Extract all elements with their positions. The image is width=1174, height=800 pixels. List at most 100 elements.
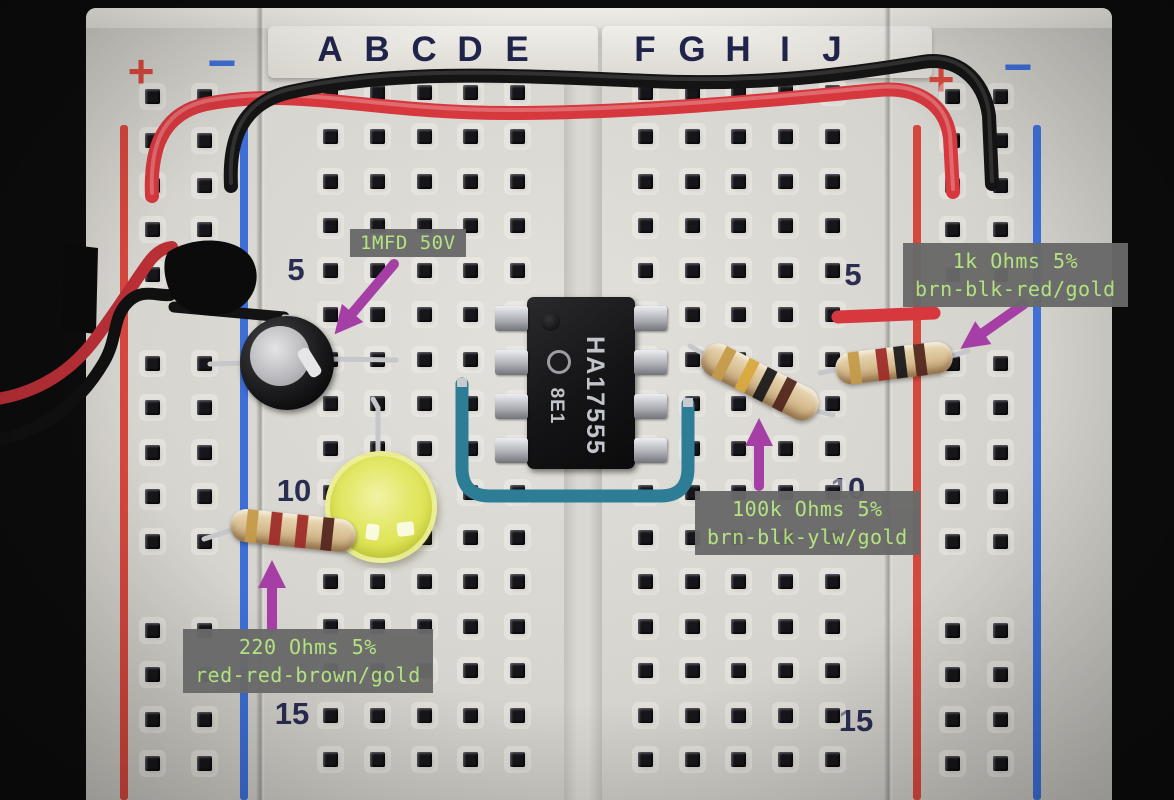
- breadboard-hole: [509, 218, 525, 233]
- ic-pin: [495, 350, 528, 375]
- breadboard-hole: [944, 399, 960, 415]
- breadboard-hole: [462, 752, 478, 767]
- breadboard-hole: [824, 262, 840, 278]
- ic-pin: [495, 306, 528, 331]
- breadboard-hole: [777, 218, 793, 233]
- breadboard-hole: [944, 488, 960, 504]
- ic-pin: [634, 350, 667, 375]
- breadboard-hole: [992, 622, 1008, 638]
- breadboard-hole: [944, 755, 960, 771]
- capacitor-label: 1MFD 50V: [350, 229, 466, 257]
- breadboard-hole: [509, 529, 525, 545]
- breadboard-hole: [824, 618, 840, 634]
- breadboard-hole: [684, 663, 700, 678]
- breadboard-hole: [730, 752, 746, 767]
- breadboard-hole: [509, 574, 525, 589]
- breadboard-hole: [824, 752, 840, 767]
- breadboard-hole: [824, 707, 840, 723]
- row-number-15-left: 15: [275, 696, 309, 732]
- breadboard-hole: [944, 533, 960, 549]
- resistor-220-label-line1: 220 Ohms 5%: [238, 635, 377, 659]
- breadboard-hole: [462, 218, 478, 233]
- breadboard-hole: [944, 711, 960, 727]
- breadboard-hole: [824, 663, 840, 678]
- breadboard-hole: [637, 529, 653, 545]
- breadboard-hole: [637, 218, 653, 233]
- resistor-1k-label: 1k Ohms 5% brn-blk-red/gold: [903, 243, 1128, 307]
- breadboard-hole: [416, 262, 432, 278]
- breadboard-hole: [144, 755, 160, 771]
- breadboard-hole: [992, 221, 1008, 237]
- ic-pin: [634, 394, 667, 419]
- breadboard-hole: [144, 666, 160, 682]
- breadboard-hole: [730, 218, 746, 233]
- breadboard-hole: [144, 488, 160, 504]
- breadboard-hole: [196, 221, 212, 237]
- breadboard-hole: [777, 351, 793, 367]
- breadboard-hole: [637, 618, 653, 634]
- breadboard-hole: [824, 218, 840, 233]
- breadboard-hole: [944, 221, 960, 237]
- breadboard-hole: [369, 707, 385, 723]
- breadboard-hole: [730, 440, 746, 456]
- capacitor-label-text: 1MFD 50V: [360, 232, 456, 254]
- resistor-100k-label: 100k Ohms 5% brn-blk-ylw/gold: [695, 491, 920, 555]
- breadboard-hole: [730, 262, 746, 278]
- breadboard-hole: [462, 663, 478, 678]
- breadboard-hole: [992, 666, 1008, 682]
- breadboard-hole: [684, 752, 700, 767]
- ic-pin: [634, 438, 667, 463]
- breadboard-hole: [777, 307, 793, 322]
- breadboard-hole: [369, 752, 385, 767]
- breadboard-hole: [322, 440, 338, 456]
- breadboard-hole: [509, 262, 525, 278]
- breadboard-hole: [144, 221, 160, 237]
- breadboard-hole: [509, 663, 525, 678]
- breadboard-hole: [637, 574, 653, 589]
- rail-seam-right: [884, 8, 893, 800]
- breadboard-hole: [777, 618, 793, 634]
- row-number-10-left: 10: [277, 473, 311, 509]
- breadboard-hole: [144, 711, 160, 727]
- breadboard-hole: [777, 663, 793, 678]
- breadboard-hole: [637, 663, 653, 678]
- breadboard-hole: [637, 707, 653, 723]
- breadboard-hole: [196, 488, 212, 504]
- breadboard-hole: [730, 574, 746, 589]
- breadboard-hole: [684, 574, 700, 589]
- breadboard-hole: [196, 755, 212, 771]
- breadboard-hole: [992, 355, 1008, 371]
- resistor-100k-label-line2: brn-blk-ylw/gold: [707, 525, 908, 549]
- rail-seam-left: [256, 8, 265, 800]
- breadboard-hole: [637, 262, 653, 278]
- breadboard-hole: [824, 574, 840, 589]
- breadboard-hole: [992, 533, 1008, 549]
- breadboard-hole: [992, 488, 1008, 504]
- breadboard-hole: [824, 396, 840, 411]
- breadboard-hole: [730, 396, 746, 411]
- breadboard-hole: [992, 711, 1008, 727]
- breadboard-hole: [462, 574, 478, 589]
- breadboard-hole: [730, 663, 746, 678]
- breadboard-hole: [416, 574, 432, 589]
- negative-rail-stripe-right: [1033, 125, 1041, 800]
- breadboard-hole: [944, 444, 960, 460]
- breadboard-hole: [462, 262, 478, 278]
- breadboard-hole: [992, 399, 1008, 415]
- breadboard-hole: [369, 574, 385, 589]
- breadboard-hole: [416, 707, 432, 723]
- ic-manufacturer-logo: [547, 350, 571, 374]
- breadboard-hole: [196, 711, 212, 727]
- breadboard-hole: [777, 440, 793, 456]
- breadboard-hole: [462, 307, 478, 322]
- breadboard-hole: [944, 666, 960, 682]
- breadboard-hole: [684, 218, 700, 233]
- resistor-1k-label-line1: 1k Ohms 5%: [952, 249, 1079, 273]
- breadboard-hole: [509, 752, 525, 767]
- breadboard-hole: [322, 307, 338, 322]
- breadboard-hole: [992, 755, 1008, 771]
- breadboard-hole: [144, 533, 160, 549]
- positive-rail-stripe-right: [913, 125, 921, 800]
- breadboard-hole: [730, 307, 746, 322]
